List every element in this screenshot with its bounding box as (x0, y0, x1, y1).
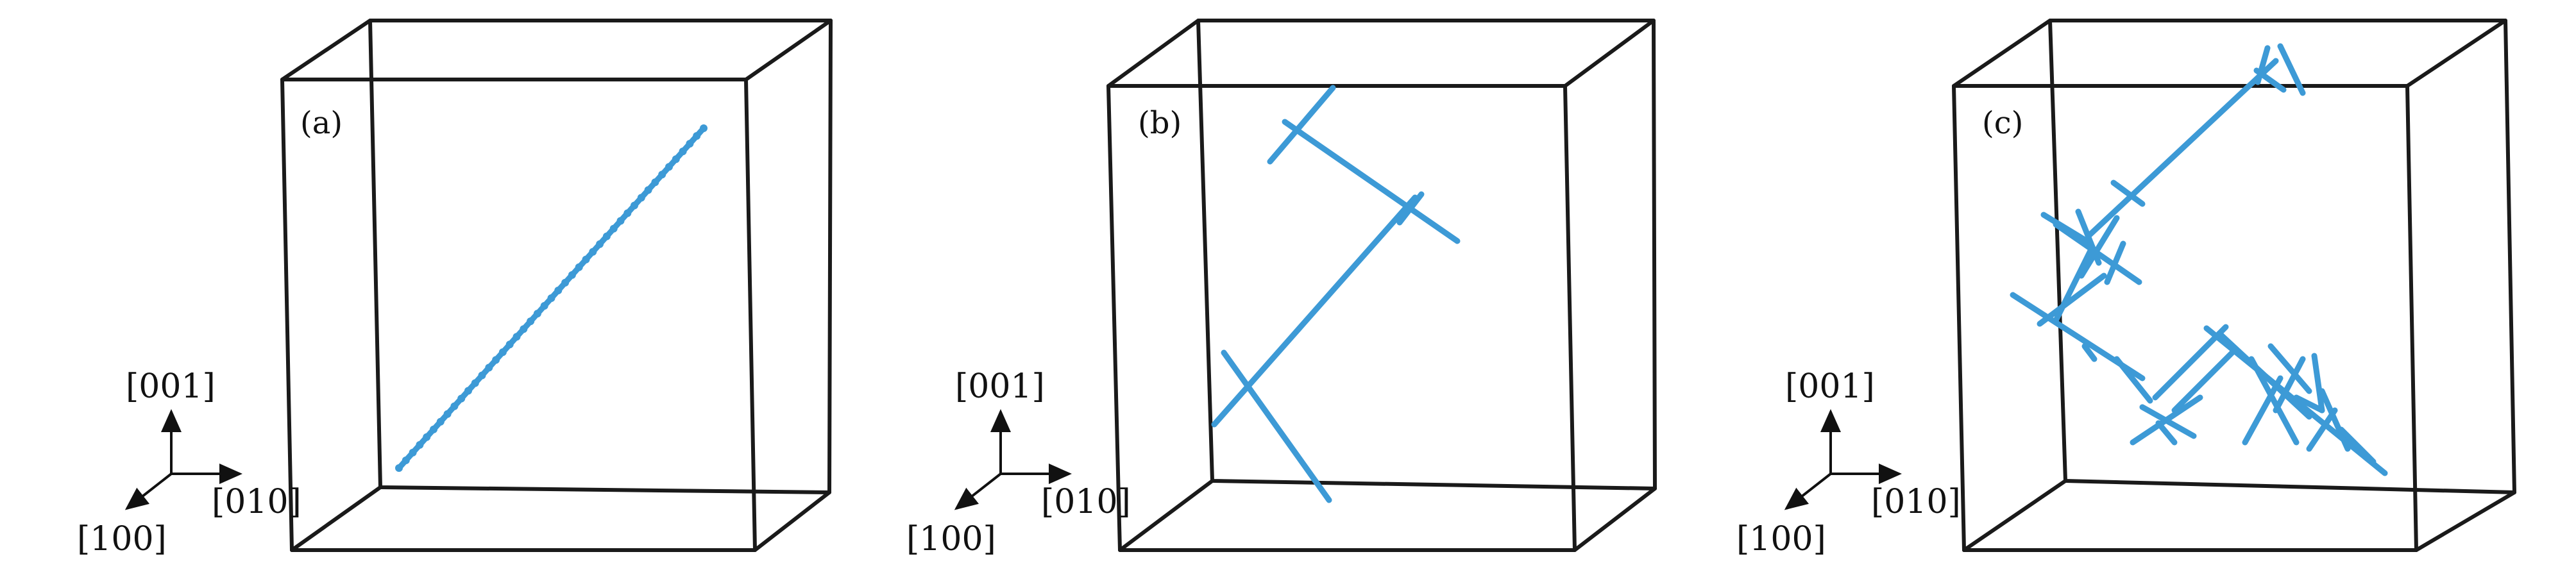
dislocation-node (693, 132, 701, 140)
panel-b: (b) [001] [010] [100] (906, 19, 1657, 558)
axis-label-010: [010] (1871, 483, 1961, 521)
dislocation-network (2010, 43, 2388, 476)
dislocation-node (568, 271, 576, 279)
dislocation-node (402, 456, 410, 464)
axis-label-001: [001] (955, 367, 1045, 406)
dislocation-node (416, 440, 424, 449)
dislocation-node (575, 263, 583, 271)
axis-triad: [001] [010] [100] (77, 367, 301, 558)
dislocation-node (686, 140, 694, 148)
axis-label-010: [010] (1041, 483, 1131, 521)
dislocation-node (513, 333, 521, 341)
panel-label: (c) (1982, 105, 2023, 141)
dislocation-node (443, 410, 452, 418)
dislocation-node (457, 394, 466, 403)
panel-label: (a) (300, 105, 343, 141)
dislocation-node (554, 287, 563, 294)
dislocation-node (430, 425, 437, 433)
dislocation-node (644, 186, 652, 194)
axis-label-001: [001] (1785, 367, 1875, 406)
straight-dislocation-line (395, 124, 708, 472)
dislocation-node (471, 379, 479, 387)
dislocation-node (616, 217, 625, 225)
dislocation-node (561, 278, 570, 287)
axis-arrow-100 (954, 473, 1002, 510)
axis-label-100: [100] (1736, 520, 1826, 558)
simulation-box (280, 19, 833, 552)
dislocation-node (596, 240, 604, 248)
dislocation-node (527, 317, 535, 326)
dislocation-node (609, 224, 618, 233)
dislocation-node-dots (395, 124, 708, 472)
dislocation-node (672, 155, 680, 163)
axis-label-010: [010] (212, 483, 301, 521)
axis-label-100: [100] (906, 520, 996, 558)
dislocation-node (505, 340, 514, 349)
dislocation-node (582, 255, 590, 264)
dislocation-node (478, 371, 486, 380)
dislocation-node (395, 464, 403, 472)
dislocation-node (492, 356, 500, 364)
dislocation-node (520, 325, 528, 333)
dislocation-node (540, 302, 548, 310)
dislocation-node (533, 310, 541, 318)
dislocation-node (631, 201, 638, 210)
panel-a: (a) [001] [010] [100] (77, 19, 833, 558)
dislocation-node (679, 147, 687, 156)
dislocation-node (450, 402, 459, 410)
axis-triad: [001] [010] [100] (906, 367, 1131, 558)
dislocation-node (651, 178, 659, 187)
axis-label-100: [100] (77, 520, 167, 558)
simulation-box (1106, 19, 1657, 552)
dislocation-node (589, 247, 597, 256)
axis-arrow-100 (124, 473, 173, 510)
dislocation-node (602, 232, 611, 240)
axis-triad: [001] [010] [100] (1736, 367, 1961, 558)
dislocation-node (623, 209, 632, 217)
dislocation-node (637, 194, 645, 202)
panel-c: (c) (1736, 19, 2516, 558)
dislocation-node (423, 433, 431, 441)
dislocation-node (665, 163, 673, 171)
dislocation-network (1211, 85, 1461, 503)
dislocation-node (409, 448, 417, 456)
dislocation-node (547, 294, 555, 302)
dislocation-node (498, 348, 507, 356)
panel-label: (b) (1138, 105, 1182, 141)
dislocation-node (658, 171, 666, 179)
dislocation-node (700, 124, 708, 132)
dislocation-node (436, 417, 445, 426)
axis-label-001: [001] (126, 367, 216, 406)
axis-arrow-100 (1784, 473, 1832, 510)
dislocation-node (464, 387, 472, 395)
dislocation-node (485, 364, 493, 372)
